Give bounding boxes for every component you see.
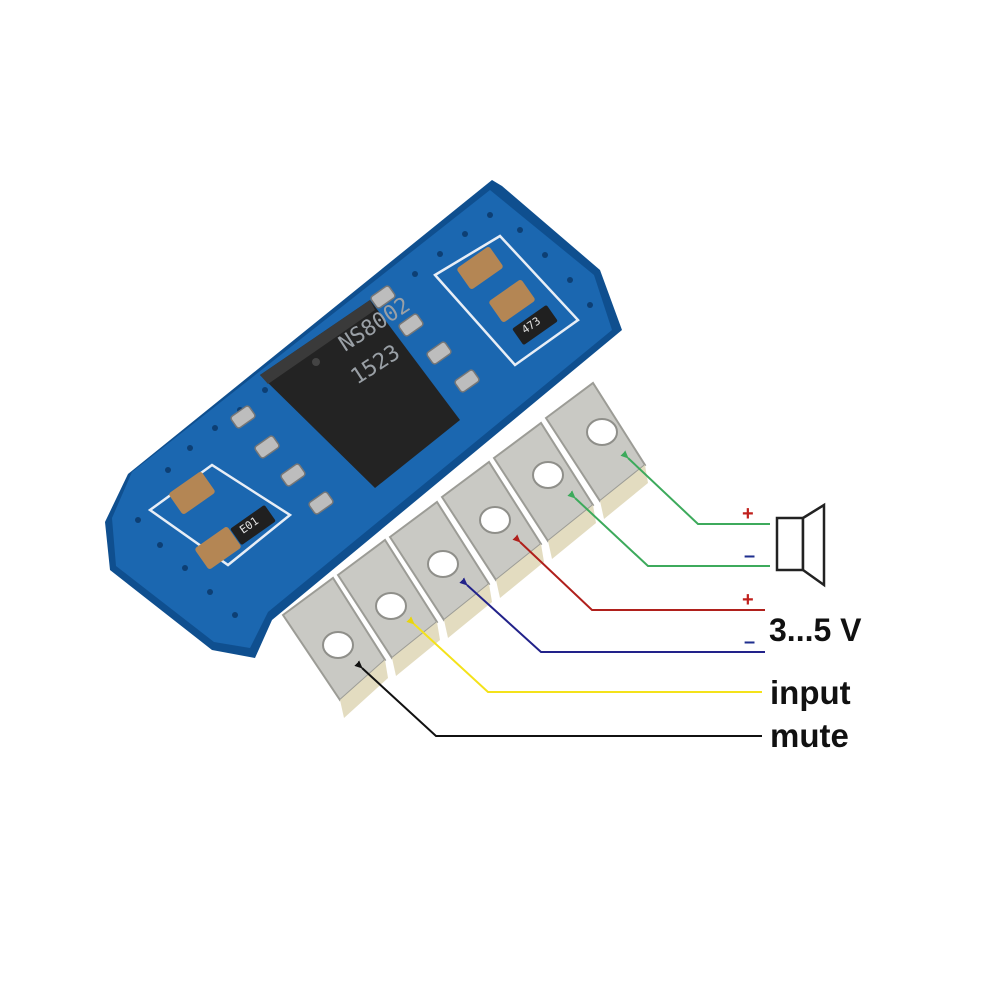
pad-speaker-minus xyxy=(492,421,596,559)
resistor-right: 473 xyxy=(512,305,558,345)
capacitor-right xyxy=(457,247,535,322)
amplifier-chip: NS8002 1523 xyxy=(230,285,480,515)
speaker-minus-sign: – xyxy=(744,545,755,567)
connection-lines xyxy=(362,458,770,737)
supply-plus-sign: + xyxy=(742,589,754,611)
pad-row xyxy=(281,381,648,718)
line-supply-minus xyxy=(467,585,765,653)
pad-supply-plus xyxy=(440,460,544,598)
pad-speaker-plus xyxy=(544,381,648,519)
line-mute xyxy=(362,668,762,737)
supply-minus-sign: – xyxy=(744,631,755,653)
capacitor-left xyxy=(169,472,241,569)
line-input xyxy=(414,624,762,693)
resistor-left: E01 xyxy=(230,505,276,545)
line-supply-plus xyxy=(520,542,765,611)
input-label: input xyxy=(770,674,851,711)
speaker-icon xyxy=(775,502,826,588)
pad-input xyxy=(336,538,440,676)
mute-label: mute xyxy=(770,717,849,754)
speaker-plus-sign: + xyxy=(742,503,754,525)
line-speaker-minus xyxy=(575,498,770,567)
supply-voltage-label: 3...5 V xyxy=(769,612,862,648)
line-speaker-plus xyxy=(628,458,770,525)
pad-mute xyxy=(281,576,388,718)
